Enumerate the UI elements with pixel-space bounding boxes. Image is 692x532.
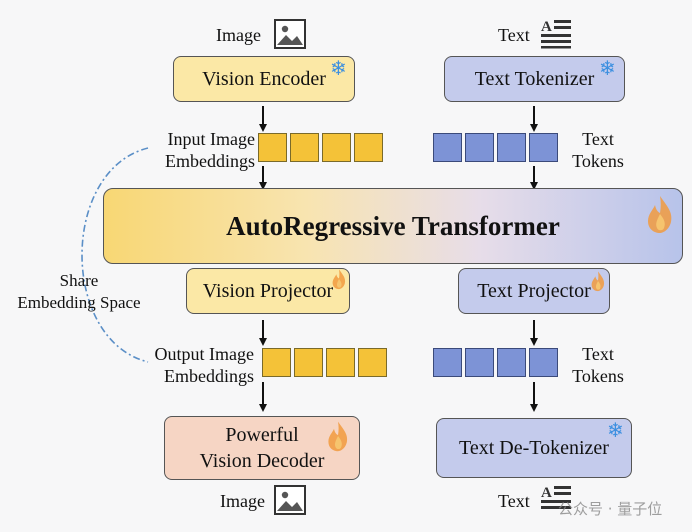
svg-text:A: A [541, 19, 552, 35]
image-token [358, 348, 387, 377]
text-tokens-top-label: Text Tokens [572, 129, 624, 171]
image-top-label: Image [216, 25, 261, 45]
input-image-embeddings-label: Input Image Embeddings [165, 129, 255, 171]
text-top-label: Text [498, 25, 530, 45]
document-top-icon: A [541, 19, 571, 49]
document-bottom-icon: A [541, 485, 571, 509]
vision-decoder-label: Powerful Vision Decoder [199, 424, 325, 472]
vision-encoder-box: Vision Encoder [173, 56, 355, 102]
text-detokenizer-label: Text De-Tokenizer [459, 436, 609, 459]
vision-projector-label: Vision Projector [202, 279, 334, 302]
flame-icon [648, 196, 672, 233]
text-tokenizer-box: Text Tokenizer [444, 56, 625, 102]
image-bottom-label: Image [220, 491, 265, 511]
text-token [497, 348, 526, 377]
text-token [433, 133, 462, 162]
vision-decoder-box: Powerful Vision Decoder [164, 416, 360, 480]
text-detokenizer-box: Text De-Tokenizer [436, 418, 632, 478]
svg-text:A: A [541, 485, 552, 501]
image-token [290, 133, 319, 162]
text-token [529, 133, 558, 162]
flame-icon [332, 269, 346, 290]
image-token [258, 133, 287, 162]
text-token [465, 348, 494, 377]
transformer-label: AutoRegressive Transformer [226, 210, 560, 241]
text-projector-label: Text Projector [477, 279, 591, 302]
image-token [326, 348, 355, 377]
text-token [433, 348, 462, 377]
text-bottom-label: Text [498, 491, 530, 511]
text-projector-box: Text Projector [458, 268, 610, 314]
image-bottom-icon [274, 485, 306, 515]
image-token [354, 133, 383, 162]
autoregressive-transformer-box: AutoRegressive Transformer [103, 188, 683, 264]
image-token [322, 133, 351, 162]
image-top-icon [274, 19, 306, 49]
image-token [262, 348, 291, 377]
flame-icon [591, 271, 605, 292]
flame-icon [328, 421, 348, 452]
snowflake-icon: ❄ [599, 56, 616, 80]
image-token [294, 348, 323, 377]
vision-projector-box: Vision Projector [186, 268, 350, 314]
text-tokenizer-label: Text Tokenizer [474, 67, 595, 90]
text-tokens-bottom-label: Text Tokens [572, 344, 624, 386]
share-embedding-curve [81, 147, 149, 363]
vision-encoder-label: Vision Encoder [202, 67, 326, 90]
share-embedding-label: Share Embedding Space [17, 271, 141, 312]
output-image-embeddings-label: Output Image Embeddings [154, 344, 254, 386]
watermark: 公众号 · 量子位 [558, 500, 663, 518]
snowflake-icon: ❄ [607, 418, 624, 442]
snowflake-icon: ❄ [330, 56, 347, 80]
text-token [529, 348, 558, 377]
text-token [497, 133, 526, 162]
text-token [465, 133, 494, 162]
